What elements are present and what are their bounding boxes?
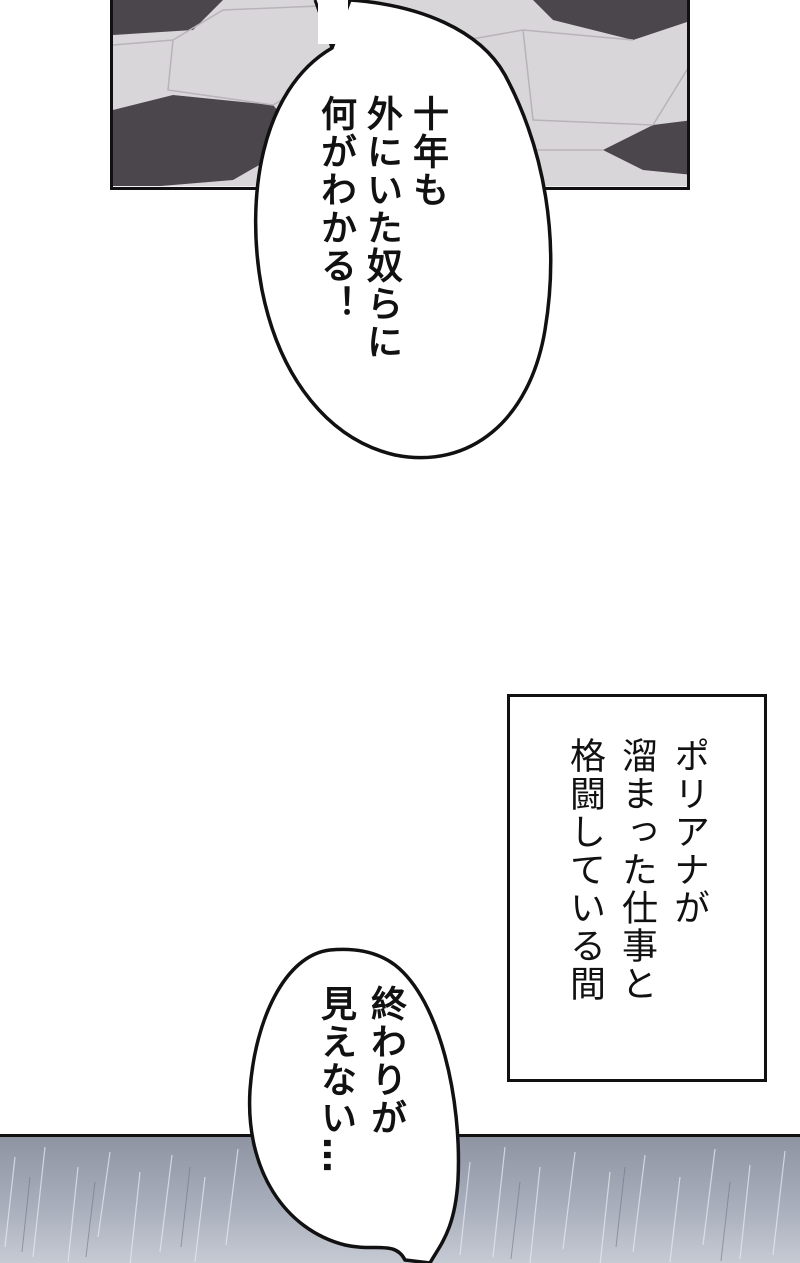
speech-bubble-top — [253, 0, 553, 460]
rain-streaks-art — [4, 1146, 786, 1263]
speech-bubble-top-text: 十年も 外にいた奴らに 何がわかる！ — [315, 95, 448, 361]
speech-bubble-bottom-text: 終わりが 見えない… — [315, 985, 406, 1175]
narration-caption-text: ポリアナが 溜まった仕事と 格闘している間 — [564, 737, 709, 1003]
speech-bubble-bottom — [247, 947, 461, 1263]
narration-caption-box — [507, 694, 767, 1082]
